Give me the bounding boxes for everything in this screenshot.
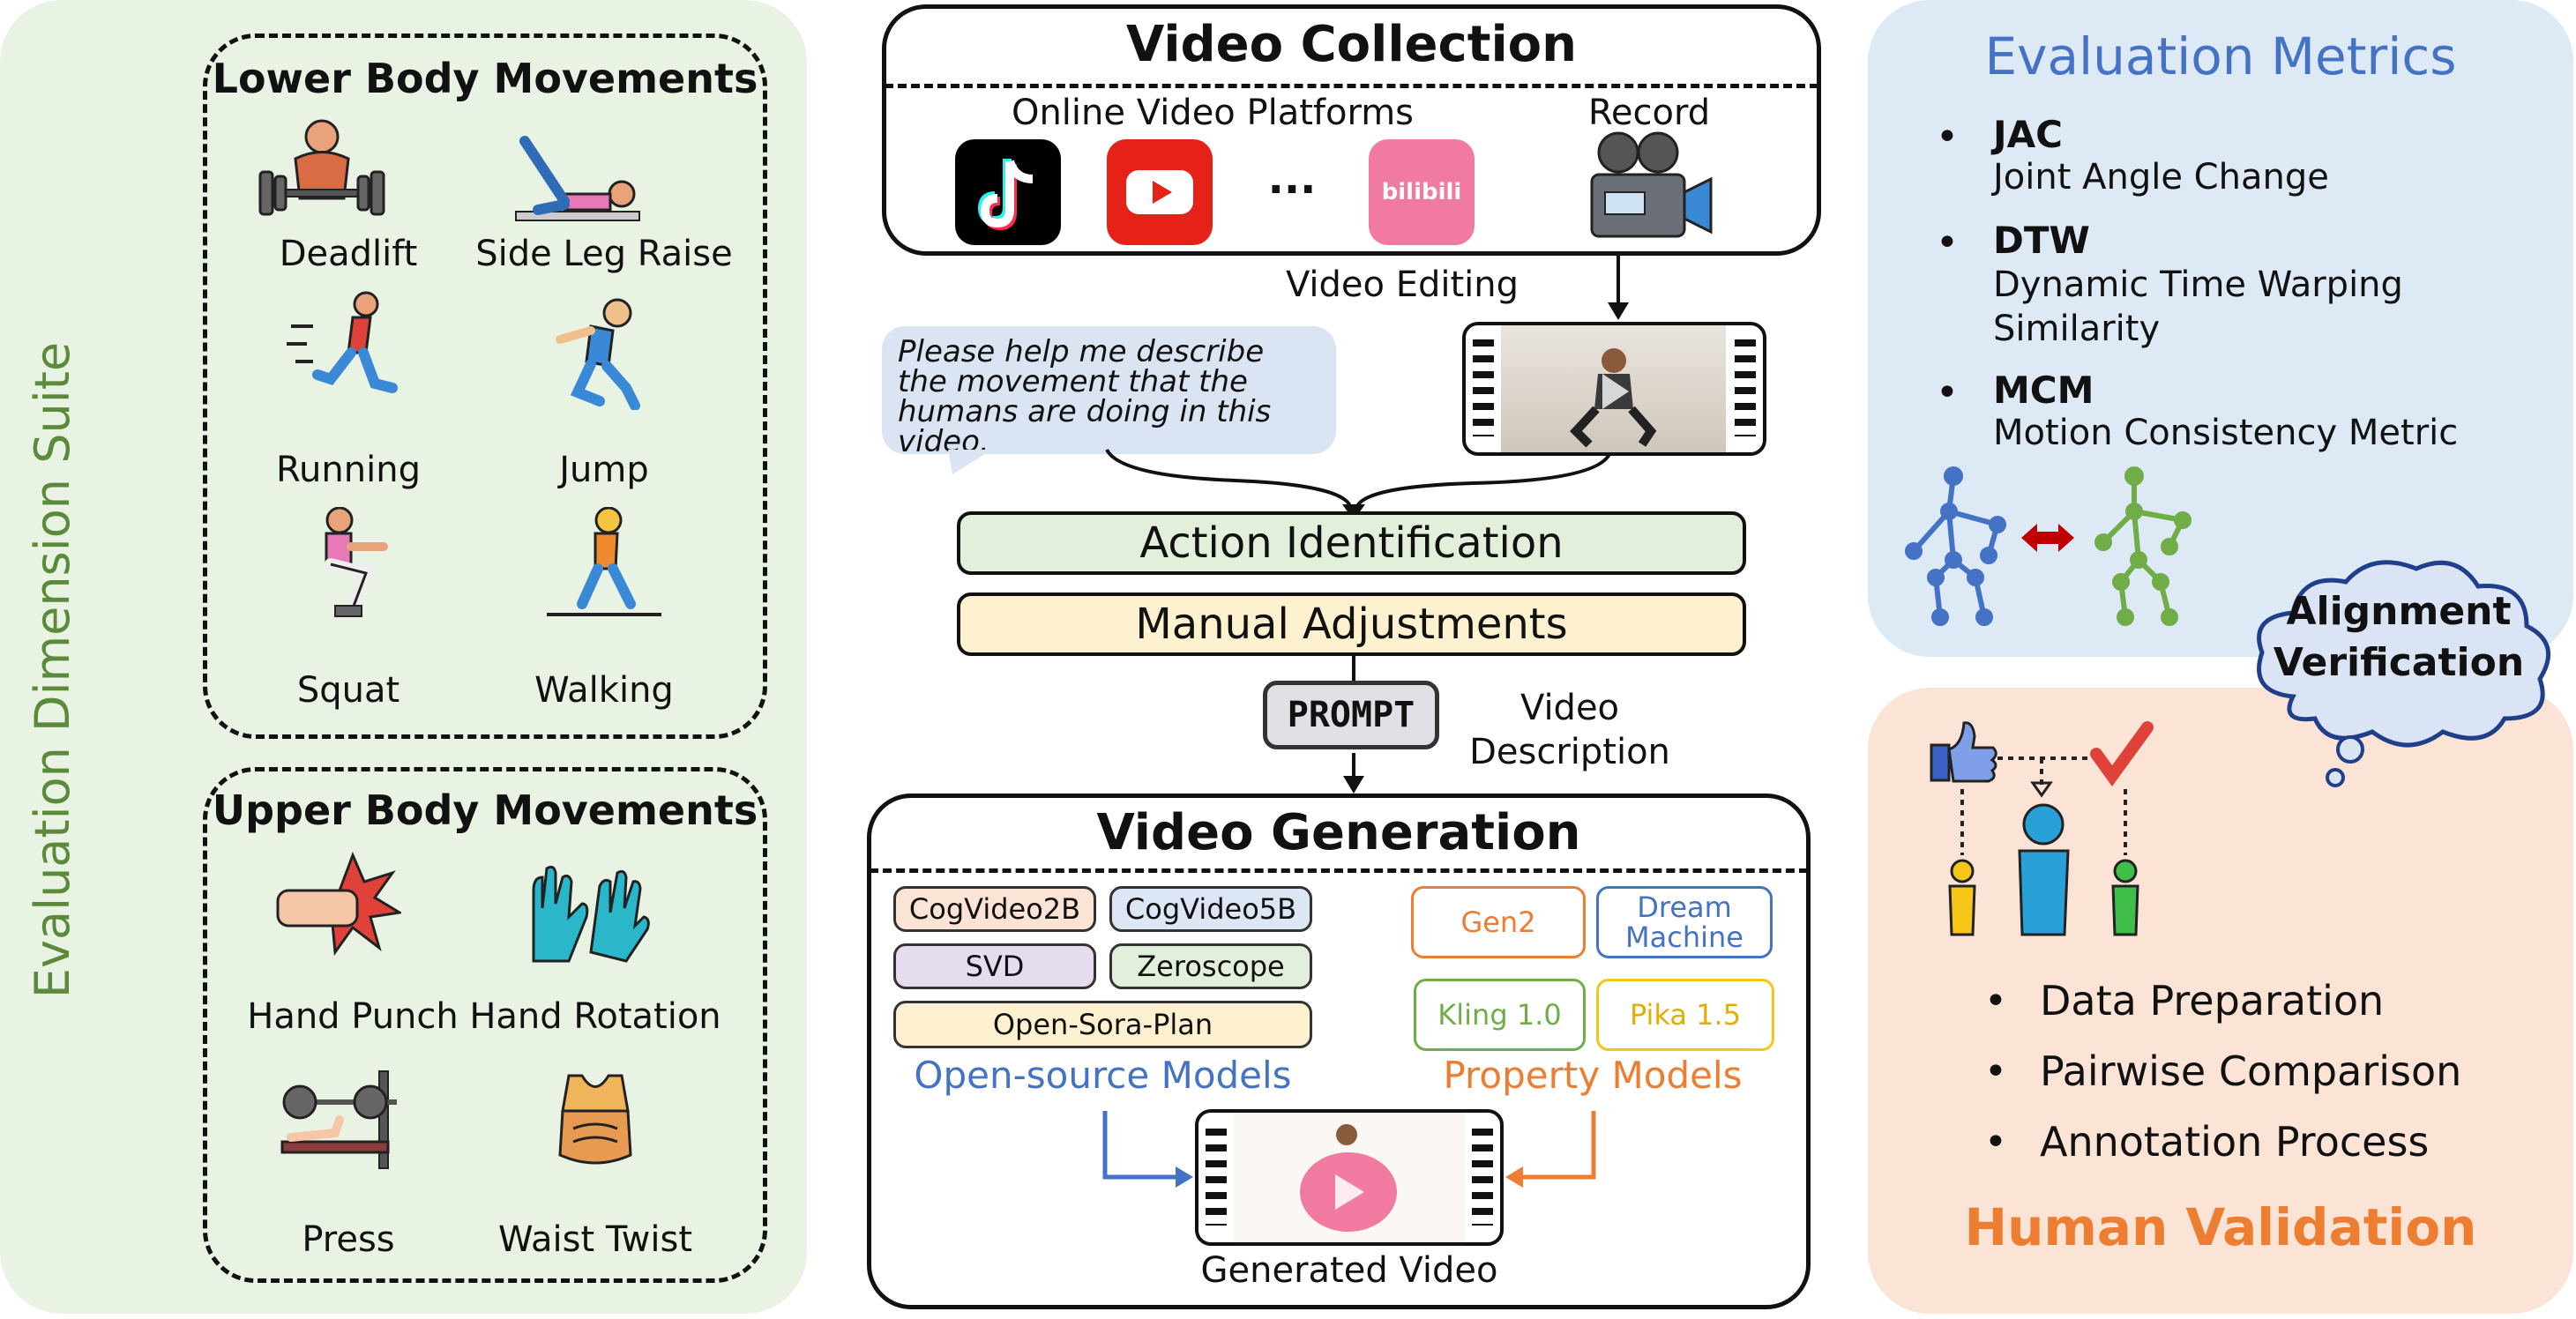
- lower-body-title: Lower Body Movements: [212, 55, 758, 102]
- evaluation-dimension-panel: [0, 0, 807, 1314]
- hand-punch-icon: [276, 851, 401, 957]
- model-svd: SVD: [893, 943, 1096, 989]
- upper-body-box: [203, 767, 767, 1283]
- squat-label: Squat: [296, 670, 400, 711]
- running-label: Running: [276, 450, 421, 490]
- jump-label: Jump: [559, 450, 649, 490]
- video-generation-title: Video Generation: [1096, 804, 1581, 861]
- property-caption: Property Models: [1443, 1054, 1743, 1097]
- youtube-icon: [1107, 139, 1213, 245]
- model-open-sora-plan: Open-Sora-Plan: [893, 1001, 1312, 1048]
- platforms-label: Online Video Platforms: [1011, 93, 1415, 133]
- human-validation-title: Human Validation: [1964, 1197, 2477, 1257]
- squat-icon: [325, 507, 388, 617]
- human-bullet-3: •: [1984, 1120, 2007, 1165]
- metric-bullet-mcm: •: [1936, 370, 1959, 415]
- model-cogvideo2b: CogVideo2B: [893, 886, 1096, 932]
- metric-bullet-jac: •: [1936, 115, 1959, 160]
- hand-rotation-label: Hand Rotation: [469, 996, 721, 1037]
- camera-icon: [1590, 131, 1713, 238]
- ellipsis: ...: [1267, 154, 1317, 204]
- record-label: Record: [1587, 93, 1711, 133]
- prompt-arrow: [1343, 656, 1364, 794]
- hand-rotation-icon: [532, 865, 650, 963]
- model-cogvideo5b: CogVideo5B: [1109, 886, 1312, 932]
- running-icon: [287, 291, 398, 393]
- human-item-pairwise-comparison: Pairwise Comparison: [2040, 1047, 2462, 1095]
- suite-title: Evaluation Dimension Suite: [25, 341, 80, 999]
- side-leg-raise-label: Side Leg Raise: [475, 234, 733, 274]
- lower-body-box: [203, 34, 767, 739]
- metric-mcm-abbr: MCM: [1993, 369, 2094, 412]
- deadlift-icon: [258, 119, 385, 216]
- metric-mcm-full: Motion Consistency Metric: [1993, 413, 2459, 453]
- video-description-label: Video Description: [1469, 688, 1670, 772]
- skeleton-blue-icon: [1905, 466, 2006, 626]
- deadlift-label: Deadlift: [279, 234, 418, 274]
- tiktok-icon: [955, 139, 1061, 245]
- hand-punch-label: Hand Punch: [247, 996, 459, 1037]
- prompt-tag-text: PROMPT: [1287, 695, 1415, 735]
- open-source-arrow: [1102, 1111, 1193, 1188]
- metrics-title: Evaluation Metrics: [1984, 26, 2457, 86]
- metric-dtw-full: Dynamic Time Warping Similarity: [1993, 265, 2403, 349]
- human-bullet-2: •: [1984, 1049, 2007, 1094]
- human-validation-panel: [1868, 688, 2573, 1314]
- jump-icon: [556, 298, 640, 410]
- open-source-caption: Open-source Models: [914, 1054, 1292, 1097]
- video-editing-label: Video Editing: [1285, 265, 1519, 305]
- video-collection-title: Video Collection: [1125, 16, 1578, 73]
- human-bullet-1: •: [1984, 979, 2007, 1024]
- model-gen2: Gen2: [1411, 886, 1586, 958]
- waist-twist-label: Waist Twist: [497, 1219, 693, 1260]
- press-icon: [280, 1070, 397, 1169]
- manual-adjustments-bar: Manual Adjustments: [957, 592, 1746, 656]
- side-leg-raise-icon: [515, 136, 640, 221]
- model-zeroscope: Zeroscope: [1109, 943, 1312, 989]
- human-validation-diagram-icon: [1930, 721, 2154, 936]
- metric-bullet-dtw: •: [1936, 220, 1959, 265]
- press-label: Press: [302, 1219, 395, 1260]
- bilibili-text: bilibili: [1381, 179, 1462, 205]
- collection-divider: [885, 84, 1818, 88]
- model-pika: Pika 1.5: [1596, 979, 1774, 1051]
- metric-jac-full: Joint Angle Change: [1993, 157, 2329, 197]
- walking-icon: [547, 507, 661, 616]
- generated-video-frame[interactable]: [1195, 1109, 1504, 1246]
- metric-jac-abbr: JAC: [1993, 113, 2063, 156]
- alignment-cloud-icon: [2257, 560, 2551, 787]
- walking-label: Walking: [534, 670, 674, 711]
- speech-bubble-tail: [948, 450, 992, 474]
- alignment-verification-label: Alignment Verification: [2273, 589, 2525, 685]
- prompt-tag: PROMPT: [1263, 681, 1439, 749]
- model-dream-machine: Dream Machine: [1596, 886, 1773, 958]
- merge-arrows: [1105, 448, 1611, 520]
- record-arrow: [1608, 251, 1629, 320]
- skeleton-green-icon: [2094, 466, 2191, 626]
- human-item-annotation-process: Annotation Process: [2040, 1118, 2430, 1166]
- double-arrow-icon: [2021, 524, 2074, 552]
- metric-dtw-abbr: DTW: [1993, 219, 2090, 262]
- speech-bubble: Please help me describe the movement tha…: [882, 326, 1336, 457]
- action-identification-bar: Action Identification: [957, 511, 1746, 575]
- human-item-data-preparation: Data Preparation: [2040, 977, 2385, 1025]
- speech-bubble-text: Please help me describe the movement tha…: [898, 334, 1272, 459]
- upper-body-title: Upper Body Movements: [212, 786, 758, 834]
- model-kling: Kling 1.0: [1414, 979, 1586, 1051]
- waist-twist-icon: [558, 1074, 632, 1165]
- bilibili-icon: bilibili: [1369, 139, 1475, 245]
- generation-divider: [870, 868, 1808, 873]
- generated-video-label: Generated Video: [1200, 1250, 1498, 1291]
- property-arrow: [1505, 1111, 1596, 1188]
- source-video-frame[interactable]: [1462, 322, 1766, 456]
